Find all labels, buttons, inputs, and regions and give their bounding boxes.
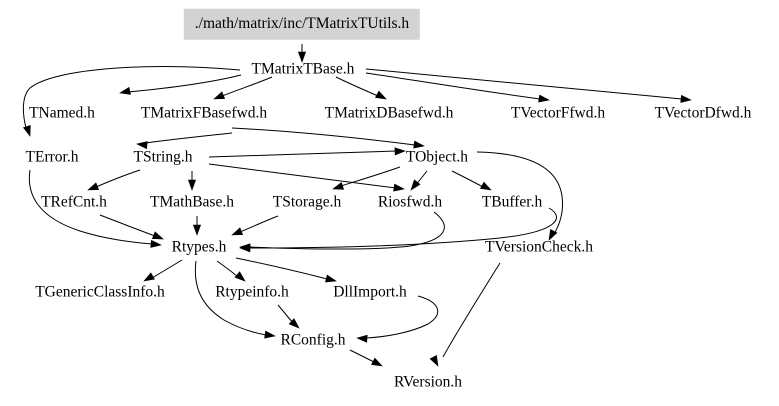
arrowhead-tstring-to-tmathbase [187,179,197,191]
arrowhead-rconfig-to-rversion [371,357,383,367]
arrowhead-tobject-to-tstorage [332,181,345,190]
graph-node-tvectorffwd[interactable]: TVectorFfwd.h [510,104,606,122]
arrowhead-tmatrixtbase-to-tmatrixfbasefwd [213,91,226,100]
graph-node-tbuffer[interactable]: TBuffer.h [481,193,543,211]
graph-node-tstring[interactable]: TString.h [133,148,193,166]
graph-node-riosfwd[interactable]: Riosfwd.h [377,193,443,211]
edge-dllimport-to-rconfig [365,295,439,339]
graph-node-rconfig[interactable]: RConfig.h [280,331,346,349]
arrowhead-dllimport-to-rconfig [356,334,368,343]
arrowhead-rtypes-to-rtypeinfo [234,271,246,282]
edge-rtypes-to-rconfig [194,260,267,336]
edge-tnamed-to-tstring [145,132,233,144]
edge-tbuffer-to-rtypes [248,207,557,249]
arrowhead-tbuffer-to-rtypes [239,244,251,253]
arrowhead-tstring-to-tobject [394,147,406,156]
arrowhead-tobject-to-tbuffer [480,181,492,191]
edge-rtypes-to-dllimport [235,257,328,280]
graph-node-root[interactable]: ./math/matrix/inc/TMatrixTUtils.h [183,8,421,40]
graph-node-dllimport[interactable]: DllImport.h [333,283,407,301]
arrowhead-tnamed-to-tstring [136,141,148,150]
edge-tmatrixtbase-to-tvectorffwd [365,72,541,100]
graph-node-tgenericclassinfo[interactable]: TGenericClassInfo.h [35,283,165,301]
arrowhead-tmatrixtbase-to-tmatrixdbasefwd [375,90,387,100]
arrowhead-tmatrixtbase-to-terror [22,124,31,137]
edge-tmatrixtbase-to-tnamed [127,74,242,93]
arrowhead-terror-to-rtypes [150,239,162,248]
graph-node-tmatrixtbase[interactable]: TMatrixTBase.h [251,60,355,78]
arrowhead-rtypes-to-tgenericclassinfo [143,272,155,282]
arrowhead-tmathbase-to-rtypes [192,224,202,236]
edge-tversioncheck-to-rversion [442,262,501,358]
graph-node-tvectordfwd[interactable]: TVectorDfwd.h [654,104,752,122]
graph-node-tmatrixfbasefwd[interactable]: TMatrixFBasefwd.h [140,104,268,122]
arrowhead-tmatrixtbase-to-tvectorffwd [538,94,550,103]
edge-tmatrixtbase-to-terror [22,66,241,129]
edge-tmatrixtbase-to-tvectordfwd [365,68,683,100]
graph-node-rversion[interactable]: RVersion.h [393,373,463,391]
arrowhead-tstring-to-riosfwd [393,183,405,192]
edge-tobject-to-tstorage [340,166,401,187]
graph-node-tnamed[interactable]: TNamed.h [29,104,95,122]
edge-tobject-to-tbuffer [451,170,484,188]
arrowhead-trefcnt-to-rtypes [151,231,164,240]
arrowhead-tobject-to-tversioncheck [548,229,558,241]
arrowhead-root-to-tmatrixtbase [297,51,307,63]
arrowhead-tstorage-to-rtypes [231,227,244,236]
graph-node-tmathbase[interactable]: TMathBase.h [150,193,234,211]
edge-tmatrixtbase-to-tmatrixfbasefwd [221,76,273,97]
edge-terror-to-rtypes [28,169,153,245]
arrowhead-tversioncheck-to-rversion [429,355,439,367]
graph-node-tversioncheck[interactable]: TVersionCheck.h [484,238,594,256]
edge-tstring-to-riosfwd [208,163,397,189]
graph-node-tstorage[interactable]: TStorage.h [272,193,342,211]
edge-tstring-to-tobject [208,150,397,158]
edge-tstorage-to-rtypes [239,215,279,233]
arrowhead-rtypes-to-dllimport [325,274,337,283]
edge-tobject-to-tversioncheck [476,151,563,235]
arrowhead-tstring-to-trefcnt [87,182,100,191]
arrowhead-tmatrixtbase-to-tnamed [119,86,131,95]
edge-rconfig-to-rversion [349,349,375,363]
graph-node-tobject[interactable]: TObject.h [405,148,469,166]
arrowhead-tnamed-to-tobject [413,140,425,149]
graph-node-trefcnt[interactable]: TRefCnt.h [41,193,107,211]
graph-node-rtypeinfo[interactable]: Rtypeinfo.h [215,283,289,301]
graph-node-terror[interactable]: TError.h [25,148,79,166]
arrowhead-tmatrixtbase-to-tvectordfwd [680,94,692,103]
edge-tnamed-to-tobject [231,127,416,146]
arrowhead-rtypeinfo-to-rconfig [288,318,300,329]
edge-riosfwd-to-rtypes [248,211,445,250]
edge-rtypes-to-tgenericclassinfo [151,259,183,279]
graph-node-rtypes[interactable]: Rtypes.h [171,238,227,256]
graph-node-tmatrixdbasefwd[interactable]: TMatrixDBasefwd.h [324,104,454,122]
edge-tstring-to-trefcnt [95,169,141,188]
edge-tmatrixtbase-to-tmatrixdbasefwd [335,76,379,97]
arrowhead-rtypes-to-rconfig [264,330,276,339]
arrowhead-tobject-to-riosfwd [410,179,421,191]
edge-trefcnt-to-rtypes [99,214,156,237]
